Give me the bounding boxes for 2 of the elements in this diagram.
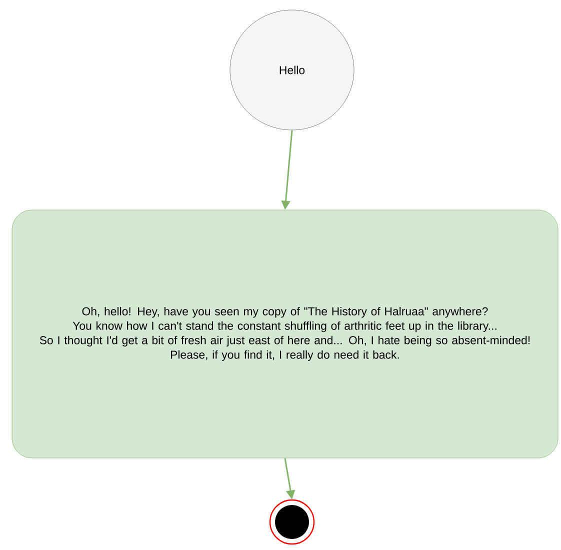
end-circle: [269, 499, 315, 545]
process-box: Oh, hello! Hey, have you seen my copy of "The History of Halruaa" anywhere? You know how I can't stand the constant shuffling of arthritic feet up in the library... So I thought I'd get a bit of fresh air just east of here and... Oh, I hate being so absent-minded! Please, if you find it, I really do need it back.: [12, 210, 558, 458]
